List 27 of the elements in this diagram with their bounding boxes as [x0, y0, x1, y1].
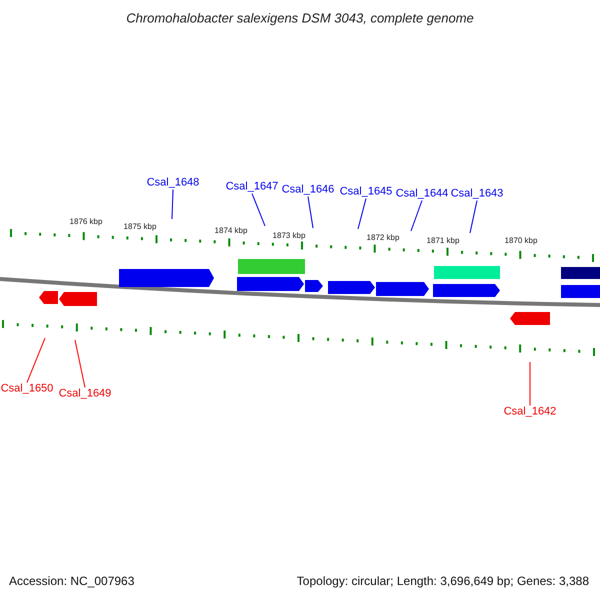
footer-note: Topology: circular; Length: 3,696,649 bp; Genes: 3,388: [296, 575, 589, 587]
scale-label: 1871 kbp: [426, 237, 460, 245]
gene-label: Csal_1643: [450, 188, 504, 200]
leader-line: [252, 193, 266, 226]
leader-line: [172, 189, 174, 220]
scale-label: 1875 kbp: [124, 223, 156, 231]
footer-note: Accession: NC_007963: [9, 575, 134, 587]
scale-label: 1870 kbp: [504, 237, 538, 245]
scale-label: 1874 kbp: [214, 227, 248, 235]
scale-label: 1872 kbp: [366, 234, 400, 242]
gene-label: Csal_1644: [396, 188, 448, 200]
gene-label: Csal_1650: [0, 384, 54, 394]
gene-label: Csal_1648: [146, 178, 200, 188]
gene-label: Csal_1646: [282, 184, 334, 196]
gene-label: Csal_1647: [226, 182, 278, 192]
gene-label: Csal_1649: [58, 388, 112, 400]
gene-label: Csal_1645: [340, 186, 392, 198]
scale-label: 1876 kbp: [70, 218, 102, 226]
leader-line: [470, 200, 478, 234]
leader-line: [26, 338, 46, 383]
gene-label: Csal_1642: [504, 406, 556, 418]
leader-line: [74, 340, 86, 388]
leader-line: [410, 200, 422, 232]
title: Chromohalobacter salexigens DSM 3043, complete genome: [126, 12, 474, 24]
leader-line: [308, 196, 314, 228]
scale-label: 1873 kbp: [272, 232, 306, 240]
leader-line: [358, 198, 366, 230]
